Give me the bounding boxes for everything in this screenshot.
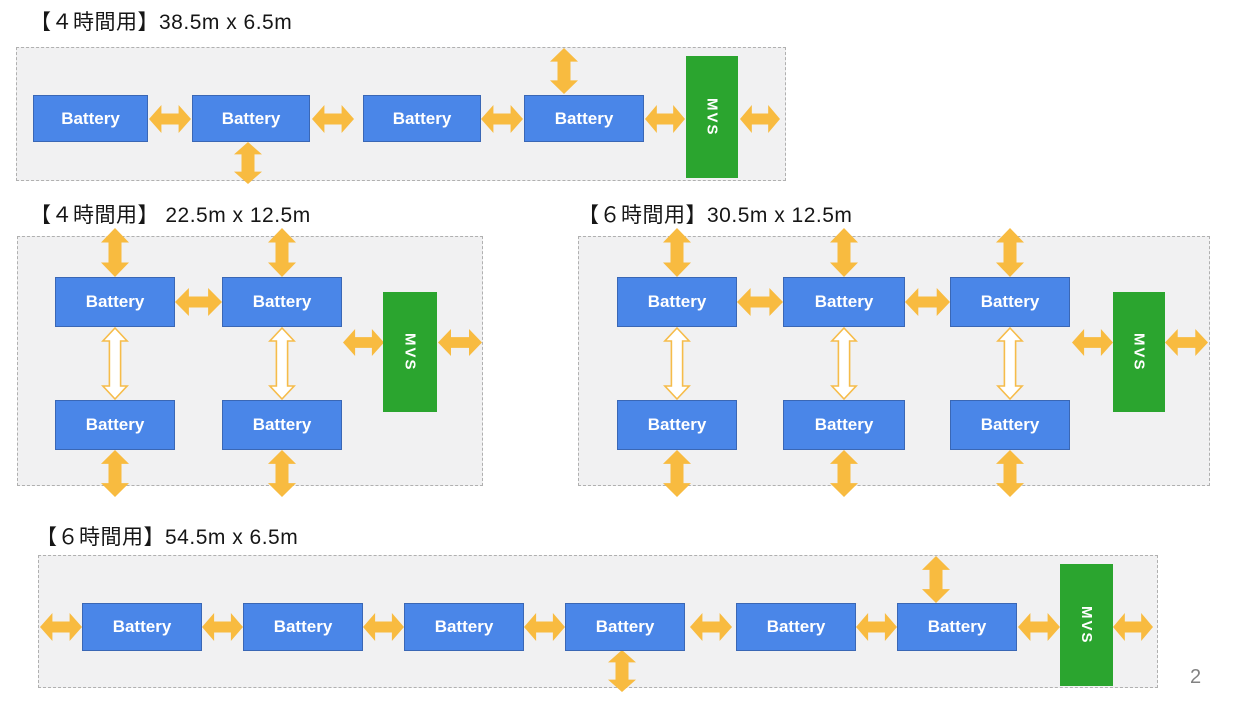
h-double-arrow-icon	[481, 105, 523, 133]
battery-box: Battery	[565, 603, 685, 651]
h-double-arrow-icon	[1165, 328, 1208, 357]
v-double-arrow-outline-icon	[663, 327, 691, 400]
battery-box: Battery	[243, 603, 363, 651]
battery-box: Battery	[617, 277, 737, 327]
diagram-2-title: 【４時間用】 22.5m x 12.5m	[30, 204, 311, 227]
v-double-arrow-icon	[996, 450, 1024, 497]
battery-box: Battery	[783, 400, 905, 450]
v-double-arrow-icon	[268, 450, 296, 497]
h-double-arrow-icon	[856, 613, 897, 641]
mvs-box: MVS	[1060, 564, 1113, 686]
battery-box: Battery	[897, 603, 1017, 651]
battery-box: Battery	[950, 400, 1070, 450]
h-double-arrow-icon	[175, 288, 222, 316]
h-double-arrow-icon	[1072, 328, 1113, 357]
battery-box: Battery	[222, 400, 342, 450]
v-double-arrow-icon	[550, 48, 578, 94]
battery-box: Battery	[524, 95, 644, 142]
v-double-arrow-icon	[608, 650, 636, 692]
battery-box: Battery	[783, 277, 905, 327]
v-double-arrow-icon	[101, 450, 129, 497]
v-double-arrow-outline-icon	[268, 327, 296, 400]
v-double-arrow-icon	[830, 450, 858, 497]
v-double-arrow-icon	[663, 228, 691, 277]
v-double-arrow-outline-icon	[101, 327, 129, 400]
battery-box: Battery	[55, 277, 175, 327]
mvs-box: MVS	[383, 292, 437, 412]
v-double-arrow-outline-icon	[996, 327, 1024, 400]
mvs-box: MVS	[686, 56, 738, 178]
mvs-label: MVS	[703, 97, 721, 137]
h-double-arrow-icon	[645, 105, 685, 133]
mvs-box: MVS	[1113, 292, 1165, 412]
mvs-label: MVS	[1078, 605, 1095, 645]
h-double-arrow-icon	[343, 328, 384, 357]
h-double-arrow-icon	[363, 613, 404, 641]
h-double-arrow-icon	[438, 328, 482, 357]
h-double-arrow-icon	[690, 613, 732, 641]
mvs-label: MVS	[401, 332, 419, 372]
v-double-arrow-icon	[234, 142, 262, 184]
h-double-arrow-icon	[149, 105, 191, 133]
battery-box: Battery	[192, 95, 310, 142]
diagram-4-title: 【６時間用】54.5m x 6.5m	[36, 526, 299, 549]
h-double-arrow-icon	[202, 613, 243, 641]
battery-box: Battery	[617, 400, 737, 450]
h-double-arrow-icon	[40, 613, 82, 641]
battery-box: Battery	[55, 400, 175, 450]
battery-box: Battery	[82, 603, 202, 651]
battery-box: Battery	[950, 277, 1070, 327]
v-double-arrow-icon	[268, 228, 296, 277]
mvs-label: MVS	[1130, 332, 1148, 372]
v-double-arrow-outline-icon	[830, 327, 858, 400]
h-double-arrow-icon	[740, 105, 780, 133]
v-double-arrow-icon	[922, 556, 950, 603]
h-double-arrow-icon	[524, 613, 565, 641]
battery-box: Battery	[222, 277, 342, 327]
diagram-3-title: 【６時間用】30.5m x 12.5m	[578, 204, 853, 227]
battery-box: Battery	[33, 95, 148, 142]
v-double-arrow-icon	[101, 228, 129, 277]
h-double-arrow-icon	[737, 288, 783, 316]
h-double-arrow-icon	[1113, 613, 1153, 641]
h-double-arrow-icon	[312, 105, 354, 133]
v-double-arrow-icon	[830, 228, 858, 277]
v-double-arrow-icon	[996, 228, 1024, 277]
page-number: 2	[1190, 666, 1202, 688]
v-double-arrow-icon	[663, 450, 691, 497]
h-double-arrow-icon	[1018, 613, 1060, 641]
battery-box: Battery	[363, 95, 481, 142]
battery-box: Battery	[404, 603, 524, 651]
battery-box: Battery	[736, 603, 856, 651]
h-double-arrow-icon	[905, 288, 950, 316]
diagram-1-title: 【４時間用】38.5m x 6.5m	[30, 11, 293, 34]
